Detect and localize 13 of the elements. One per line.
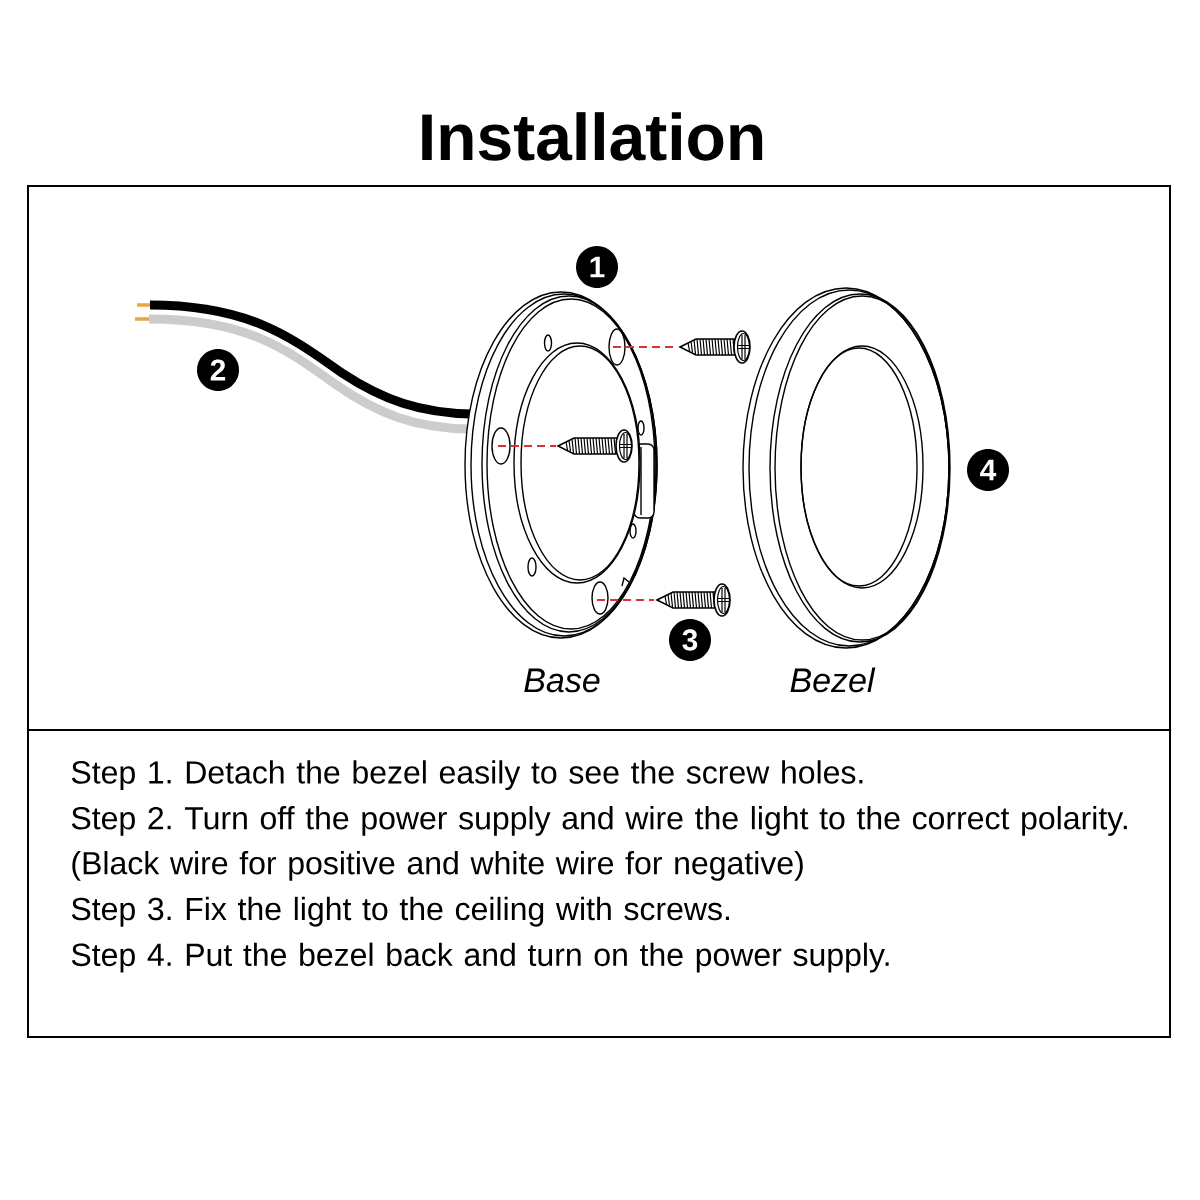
part-label: Base [524,668,600,693]
step-text: Step 3. Fix the light to the ceiling with screws. [71,896,729,927]
callout-number: 2 [197,349,239,391]
step-text: Step 1. Detach the bezel easily to see the screw holes. [71,760,863,791]
part-label: Bezel [790,667,876,693]
instruction-panel [27,729,1171,1038]
title: Installation [422,112,763,161]
step-text: Step 2. Turn off the power supply and wire the light to the correct polarity. (Black wire for positive and white wire for negative) [71,806,1127,881]
callout-number: 1 [576,246,618,288]
illustration-panel [27,185,1171,731]
callout-number: 3 [669,619,711,661]
step-text: Step 4. Put the bezel back and turn on the power supply. [71,942,889,973]
callout-number: 4 [967,449,1009,491]
